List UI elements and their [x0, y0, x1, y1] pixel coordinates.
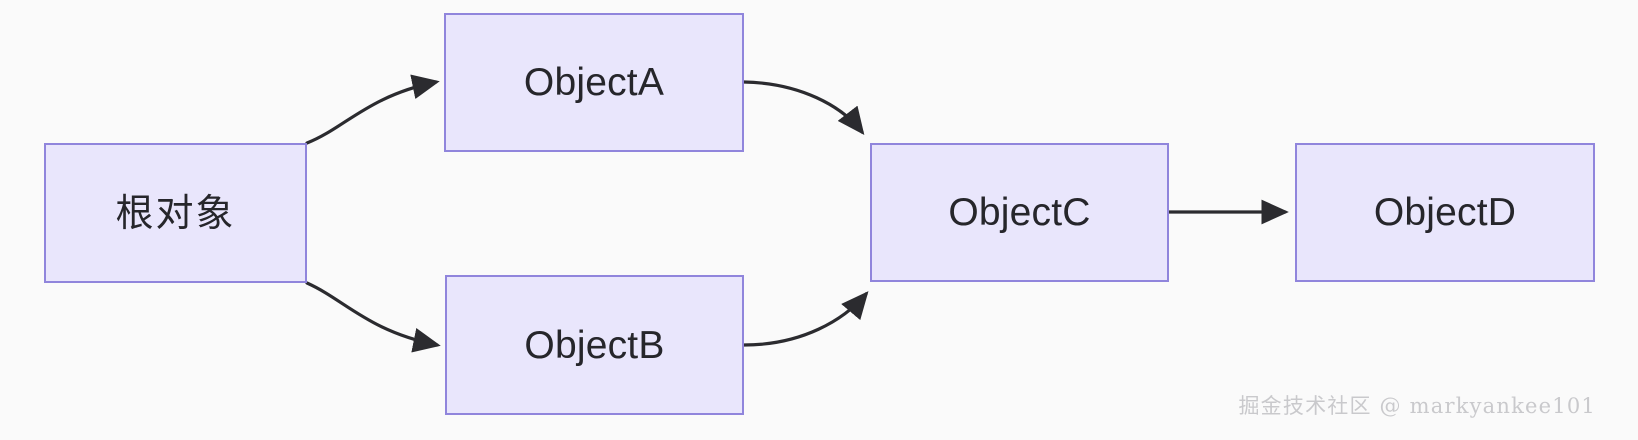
- node-root[interactable]: 根对象: [44, 143, 307, 283]
- node-objectB-label: ObjectB: [524, 323, 665, 367]
- node-objectA-label: ObjectA: [523, 61, 665, 104]
- edge-root-to-objectB: [305, 281, 441, 353]
- node-objectA[interactable]: ObjectA: [444, 13, 744, 152]
- node-objectC[interactable]: ObjectC: [870, 143, 1169, 282]
- edge-objectA-to-objectC: [742, 80, 865, 136]
- edge-objectB-to-objectC: [742, 291, 869, 347]
- node-objectD-label: ObjectD: [1373, 191, 1517, 234]
- node-objectC-label: ObjectC: [948, 191, 1091, 234]
- edge-root-to-objectA: [305, 74, 440, 145]
- node-objectB[interactable]: ObjectB: [445, 275, 744, 415]
- node-root-label: 根对象: [115, 191, 236, 235]
- watermark: 掘金技术社区 @ markyankee101: [1238, 394, 1596, 418]
- node-objectD[interactable]: ObjectD: [1295, 143, 1595, 282]
